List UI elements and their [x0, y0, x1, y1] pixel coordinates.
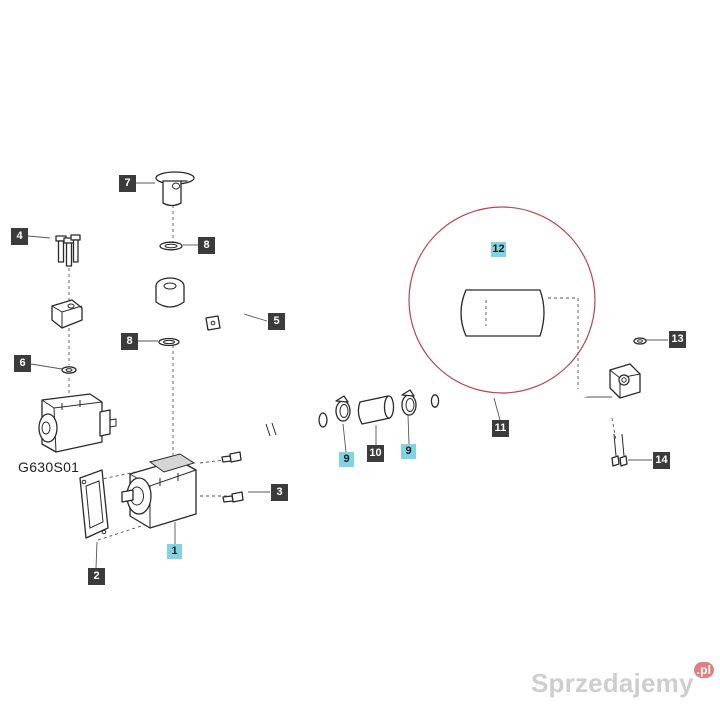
callout-4: 4: [11, 228, 28, 245]
bracket-bolts: [611, 433, 628, 467]
callout-11: 11: [492, 420, 509, 437]
return-pipe-part: [430, 363, 687, 408]
reference-label: G630S01: [18, 459, 80, 475]
callout-2: 2: [88, 568, 105, 585]
callout-5: 5: [268, 313, 285, 330]
callout-7: 7: [119, 175, 136, 192]
hose-clamp-right: [401, 389, 417, 416]
callout-1: 1: [167, 544, 182, 559]
reference-pump-assembly: [38, 393, 117, 453]
callout-10: 10: [367, 445, 384, 462]
highlight-circle: [408, 206, 596, 394]
sleeve-part: [460, 289, 545, 337]
hydraulic-pump-part: [121, 453, 197, 529]
gasket-part: [79, 469, 109, 539]
hose-clamp-left: [335, 395, 351, 422]
callout-6: 6: [14, 355, 31, 372]
o-ring-lower: [158, 337, 180, 347]
callout-8-lower: 8: [121, 333, 138, 350]
callout-12: 12: [491, 242, 506, 257]
leader-lines: [27, 182, 668, 569]
callout-9-left: 9: [339, 452, 354, 467]
watermark-suffix: .pl: [693, 662, 715, 679]
callout-13: 13: [669, 331, 686, 348]
callout-9-right: 9: [401, 444, 416, 459]
banjo-bolt-part: [155, 171, 195, 207]
watermark-text: Sprzedajemy: [531, 668, 694, 698]
hose-part: [357, 395, 395, 425]
watermark: Sprzedajemy.pl: [531, 662, 715, 699]
o-ring-upper: [159, 241, 183, 251]
callout-14: 14: [653, 452, 670, 469]
small-washer-part: [633, 337, 647, 345]
callout-8-upper: 8: [198, 237, 215, 254]
pump-bolts: [221, 451, 244, 503]
callout-3: 3: [271, 484, 288, 501]
mounting-bolts: [55, 234, 81, 267]
pressure-pipe-part: [51, 277, 328, 437]
washer-part: [61, 366, 77, 374]
